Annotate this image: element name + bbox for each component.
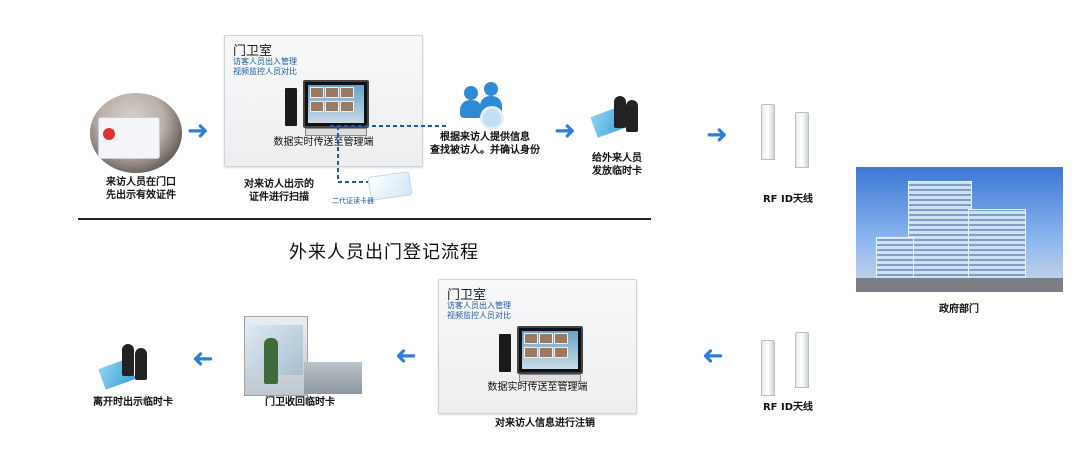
card-line2: 发放临时卡 — [592, 166, 642, 177]
guard-room-title: 门卫室 — [233, 44, 273, 59]
scan-line1: 对来访人出示的 — [244, 179, 314, 190]
lookup-caption: 根据来访人提供信息 查找被访人。并确认身份 — [420, 131, 550, 157]
right-arrow-icon: ➜ — [187, 116, 209, 146]
left-arrow-icon: ➜ — [192, 344, 214, 374]
visitor-figure — [122, 344, 134, 376]
step1-line1: 来访人员在门口 — [106, 177, 176, 188]
lookup-line1: 根据来访人提供信息 — [440, 132, 530, 143]
guard-room-caption: 数据实时传送至管理端 — [487, 382, 588, 393]
keyboard-icon — [519, 374, 581, 382]
rfid-label-top: RF ID天线 — [762, 194, 814, 205]
lookup-line2: 查找被访人。并确认身份 — [430, 145, 540, 156]
government-building-image — [856, 167, 1063, 292]
id-card-icon — [98, 117, 160, 159]
keyboard-icon — [305, 128, 367, 136]
section-title: 外来人员出门登记流程 — [289, 242, 479, 263]
rfid-gate-icon — [795, 332, 809, 388]
guard-room-box-bottom: 门卫室 访客人员出入管理 视频监控人员对比 数据实时传送至管理端 — [438, 279, 637, 414]
computer-tower-icon — [285, 88, 297, 126]
scanner-label: 二代证读卡器 — [332, 197, 374, 205]
guard-room-sub1: 访客人员出入管理 — [233, 57, 297, 66]
monitor-icon — [517, 326, 583, 374]
guard-caption: 门卫收回临时卡 — [265, 397, 335, 408]
left-arrow-icon: ➜ — [702, 341, 724, 371]
cancel-caption: 对来访人信息进行注销 — [495, 418, 595, 429]
computer-tower-icon — [499, 334, 511, 372]
government-label: 政府部门 — [939, 304, 979, 315]
rfid-gate-icon — [795, 112, 809, 168]
right-arrow-icon: ➜ — [706, 120, 728, 150]
people-search-icon — [458, 82, 514, 132]
step1-caption: 来访人员在门口 先出示有效证件 — [86, 176, 196, 202]
guard-figure — [264, 338, 278, 384]
visitor-figure — [614, 96, 626, 128]
left-arrow-icon: ➜ — [395, 341, 417, 371]
right-arrow-icon: ➜ — [554, 116, 576, 146]
guard-room-sub2: 视频监控人员对比 — [447, 311, 511, 320]
guard-room-title: 门卫室 — [447, 288, 487, 303]
visitor-figure — [626, 100, 638, 132]
guard-room-sub1: 访客人员出入管理 — [447, 301, 511, 310]
id-card-photo — [90, 93, 182, 173]
rfid-gate-icon — [761, 104, 775, 160]
monitor-icon — [303, 80, 369, 128]
step1-line2: 先出示有效证件 — [106, 190, 176, 201]
rfid-label-bottom: RF ID天线 — [762, 402, 814, 413]
guard-room-sub2: 视频监控人员对比 — [233, 67, 297, 76]
visitor-figure — [135, 348, 147, 380]
card-caption: 给外来人员 发放临时卡 — [572, 152, 662, 178]
scan-caption: 对来访人出示的 证件进行扫描 — [224, 178, 334, 204]
dashed-connector — [330, 125, 448, 183]
divider-line — [78, 218, 651, 220]
leave-caption: 离开时出示临时卡 — [93, 397, 173, 408]
guardhouse-image — [244, 308, 362, 396]
card-line1: 给外来人员 — [592, 153, 642, 164]
guard-room-box-top: 门卫室 访客人员出入管理 视频监控人员对比 数据实时传送至管理端 — [224, 35, 423, 167]
rfid-gate-icon — [761, 340, 775, 396]
scan-line2: 证件进行扫描 — [249, 192, 309, 203]
guard-room-caption: 数据实时传送至管理端 — [273, 137, 374, 148]
